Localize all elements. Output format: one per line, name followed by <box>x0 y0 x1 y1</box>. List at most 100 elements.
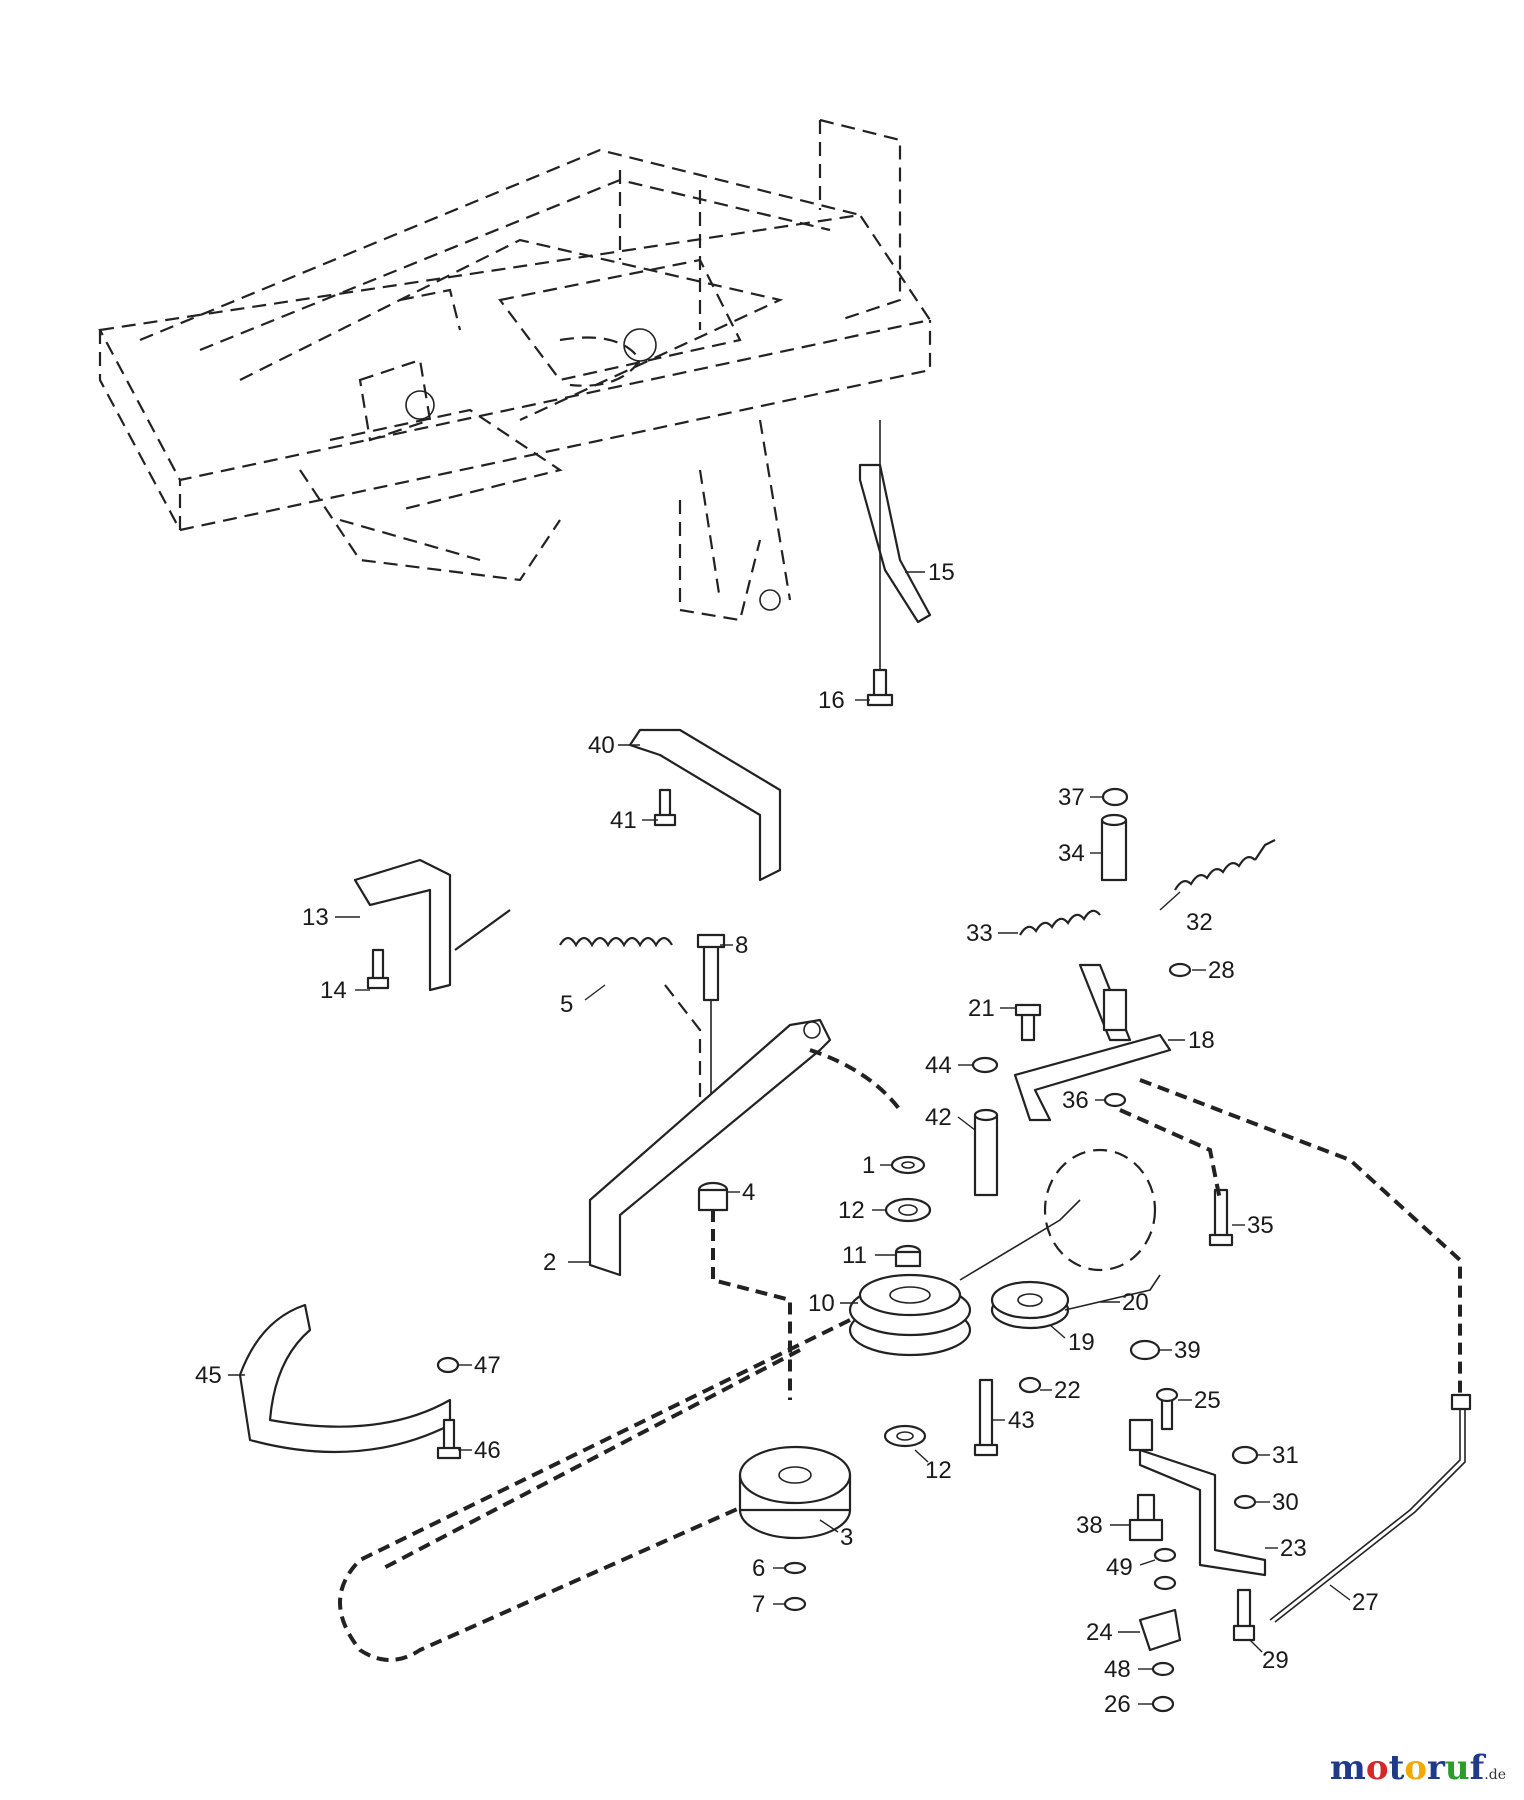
callout-38: 38 <box>1076 1512 1130 1539</box>
callout-44: 44 <box>925 1052 972 1079</box>
svg-text:28: 28 <box>1208 957 1235 984</box>
bolt-43 <box>973 1378 999 1457</box>
callout-28: 28 <box>1192 957 1235 984</box>
brand-letter: f <box>1469 1748 1485 1788</box>
brand-letter: o <box>1365 1748 1389 1788</box>
svg-text:33: 33 <box>966 920 993 947</box>
callout-31: 31 <box>1257 1442 1299 1469</box>
svg-text:21: 21 <box>968 995 995 1022</box>
arm-45 <box>238 1303 452 1454</box>
bolt-21 <box>1014 1003 1042 1042</box>
callout-11: 11 <box>842 1242 896 1269</box>
svg-text:30: 30 <box>1272 1489 1299 1516</box>
callout-26: 26 <box>1104 1691 1153 1718</box>
nut-44 <box>971 1056 999 1074</box>
belt-20 <box>959 1148 1161 1311</box>
svg-text:24: 24 <box>1086 1619 1113 1646</box>
svg-text:42: 42 <box>925 1104 952 1131</box>
callout-23: 23 <box>1265 1535 1307 1562</box>
callout-8: 8 <box>720 932 748 959</box>
svg-text:43: 43 <box>1008 1407 1035 1434</box>
callout-47: 47 <box>458 1352 501 1379</box>
callout-16: 16 <box>818 687 870 714</box>
callout-12-upper: 12 <box>838 1197 886 1224</box>
brand-letter: r <box>1427 1748 1445 1788</box>
brand-logo: motoruf.de <box>1330 1748 1506 1788</box>
svg-text:31: 31 <box>1272 1442 1299 1469</box>
svg-text:4: 4 <box>742 1179 755 1206</box>
bracket-15 <box>858 420 932 690</box>
svg-text:35: 35 <box>1247 1212 1274 1239</box>
washer-6 <box>783 1561 807 1575</box>
nut-49b <box>1153 1575 1177 1591</box>
brand-letter: u <box>1444 1748 1470 1788</box>
bolt-16 <box>866 668 894 707</box>
callout-42: 42 <box>925 1104 976 1131</box>
spacer-34 <box>1100 813 1128 882</box>
callout-40: 40 <box>588 732 640 759</box>
nut-39 <box>1129 1339 1161 1361</box>
svg-text:20: 20 <box>1122 1289 1149 1316</box>
bearing-12-upper <box>884 1197 932 1223</box>
callout-35: 35 <box>1232 1212 1274 1239</box>
svg-text:10: 10 <box>808 1290 835 1317</box>
washer-1 <box>890 1155 926 1175</box>
svg-text:6: 6 <box>752 1555 765 1582</box>
idler-pulley-19 <box>990 1280 1070 1330</box>
brand-letter: m <box>1329 1748 1366 1788</box>
callout-36: 36 <box>1062 1087 1105 1114</box>
callout-32: 32 <box>1159 891 1213 936</box>
callout-6: 6 <box>752 1555 785 1582</box>
callout-4: 4 <box>727 1179 755 1206</box>
callout-1: 1 <box>862 1152 892 1179</box>
callout-18: 18 <box>1168 1027 1215 1054</box>
svg-text:11: 11 <box>842 1242 867 1269</box>
callout-2: 2 <box>543 1249 590 1276</box>
svg-text:18: 18 <box>1188 1027 1215 1054</box>
callout-45: 45 <box>195 1362 245 1389</box>
callout-30: 30 <box>1255 1489 1299 1516</box>
svg-text:8: 8 <box>735 932 748 959</box>
svg-text:34: 34 <box>1058 840 1085 867</box>
callouts: 15 16 40 41 37 34 32 33 13 14 8 5 28 21 … <box>195 559 1379 1718</box>
nut-7 <box>783 1596 807 1612</box>
mower-frame <box>98 118 932 622</box>
callout-14: 14 <box>320 977 370 1004</box>
bracket-13 <box>353 858 452 992</box>
spring-32 <box>1174 839 1276 891</box>
svg-text:37: 37 <box>1058 784 1085 811</box>
bolt-8 <box>696 933 726 1120</box>
svg-text:7: 7 <box>752 1591 765 1618</box>
svg-text:16: 16 <box>818 687 845 714</box>
rod-27 <box>1269 1393 1472 1623</box>
callout-33: 33 <box>966 920 1018 947</box>
svg-text:2: 2 <box>543 1249 556 1276</box>
callout-21: 21 <box>968 995 1016 1022</box>
brand-letter: t <box>1388 1748 1405 1788</box>
washer-48 <box>1151 1661 1175 1677</box>
bracket-40 <box>628 728 782 882</box>
svg-text:23: 23 <box>1280 1535 1307 1562</box>
brand-suffix: .de <box>1484 1767 1506 1783</box>
svg-text:1: 1 <box>862 1152 875 1179</box>
callout-27: 27 <box>1329 1584 1379 1616</box>
washer-28 <box>1168 962 1192 978</box>
svg-text:29: 29 <box>1262 1647 1289 1674</box>
svg-text:19: 19 <box>1068 1329 1095 1356</box>
drive-belt <box>338 1048 1462 1662</box>
bracket-24 <box>1138 1608 1182 1652</box>
callout-5: 5 <box>560 984 606 1018</box>
svg-text:48: 48 <box>1104 1656 1131 1683</box>
callout-10: 10 <box>808 1290 858 1317</box>
nut-31 <box>1231 1445 1259 1465</box>
svg-text:26: 26 <box>1104 1691 1131 1718</box>
svg-text:12: 12 <box>925 1457 952 1484</box>
callout-22: 22 <box>1040 1377 1081 1404</box>
stud-38 <box>1128 1493 1164 1542</box>
svg-text:32: 32 <box>1186 909 1213 936</box>
svg-text:27: 27 <box>1352 1589 1379 1616</box>
callout-49: 49 <box>1106 1554 1156 1581</box>
pulley-10 <box>848 1273 972 1357</box>
callout-25: 25 <box>1178 1387 1221 1414</box>
nut-37 <box>1101 787 1129 807</box>
